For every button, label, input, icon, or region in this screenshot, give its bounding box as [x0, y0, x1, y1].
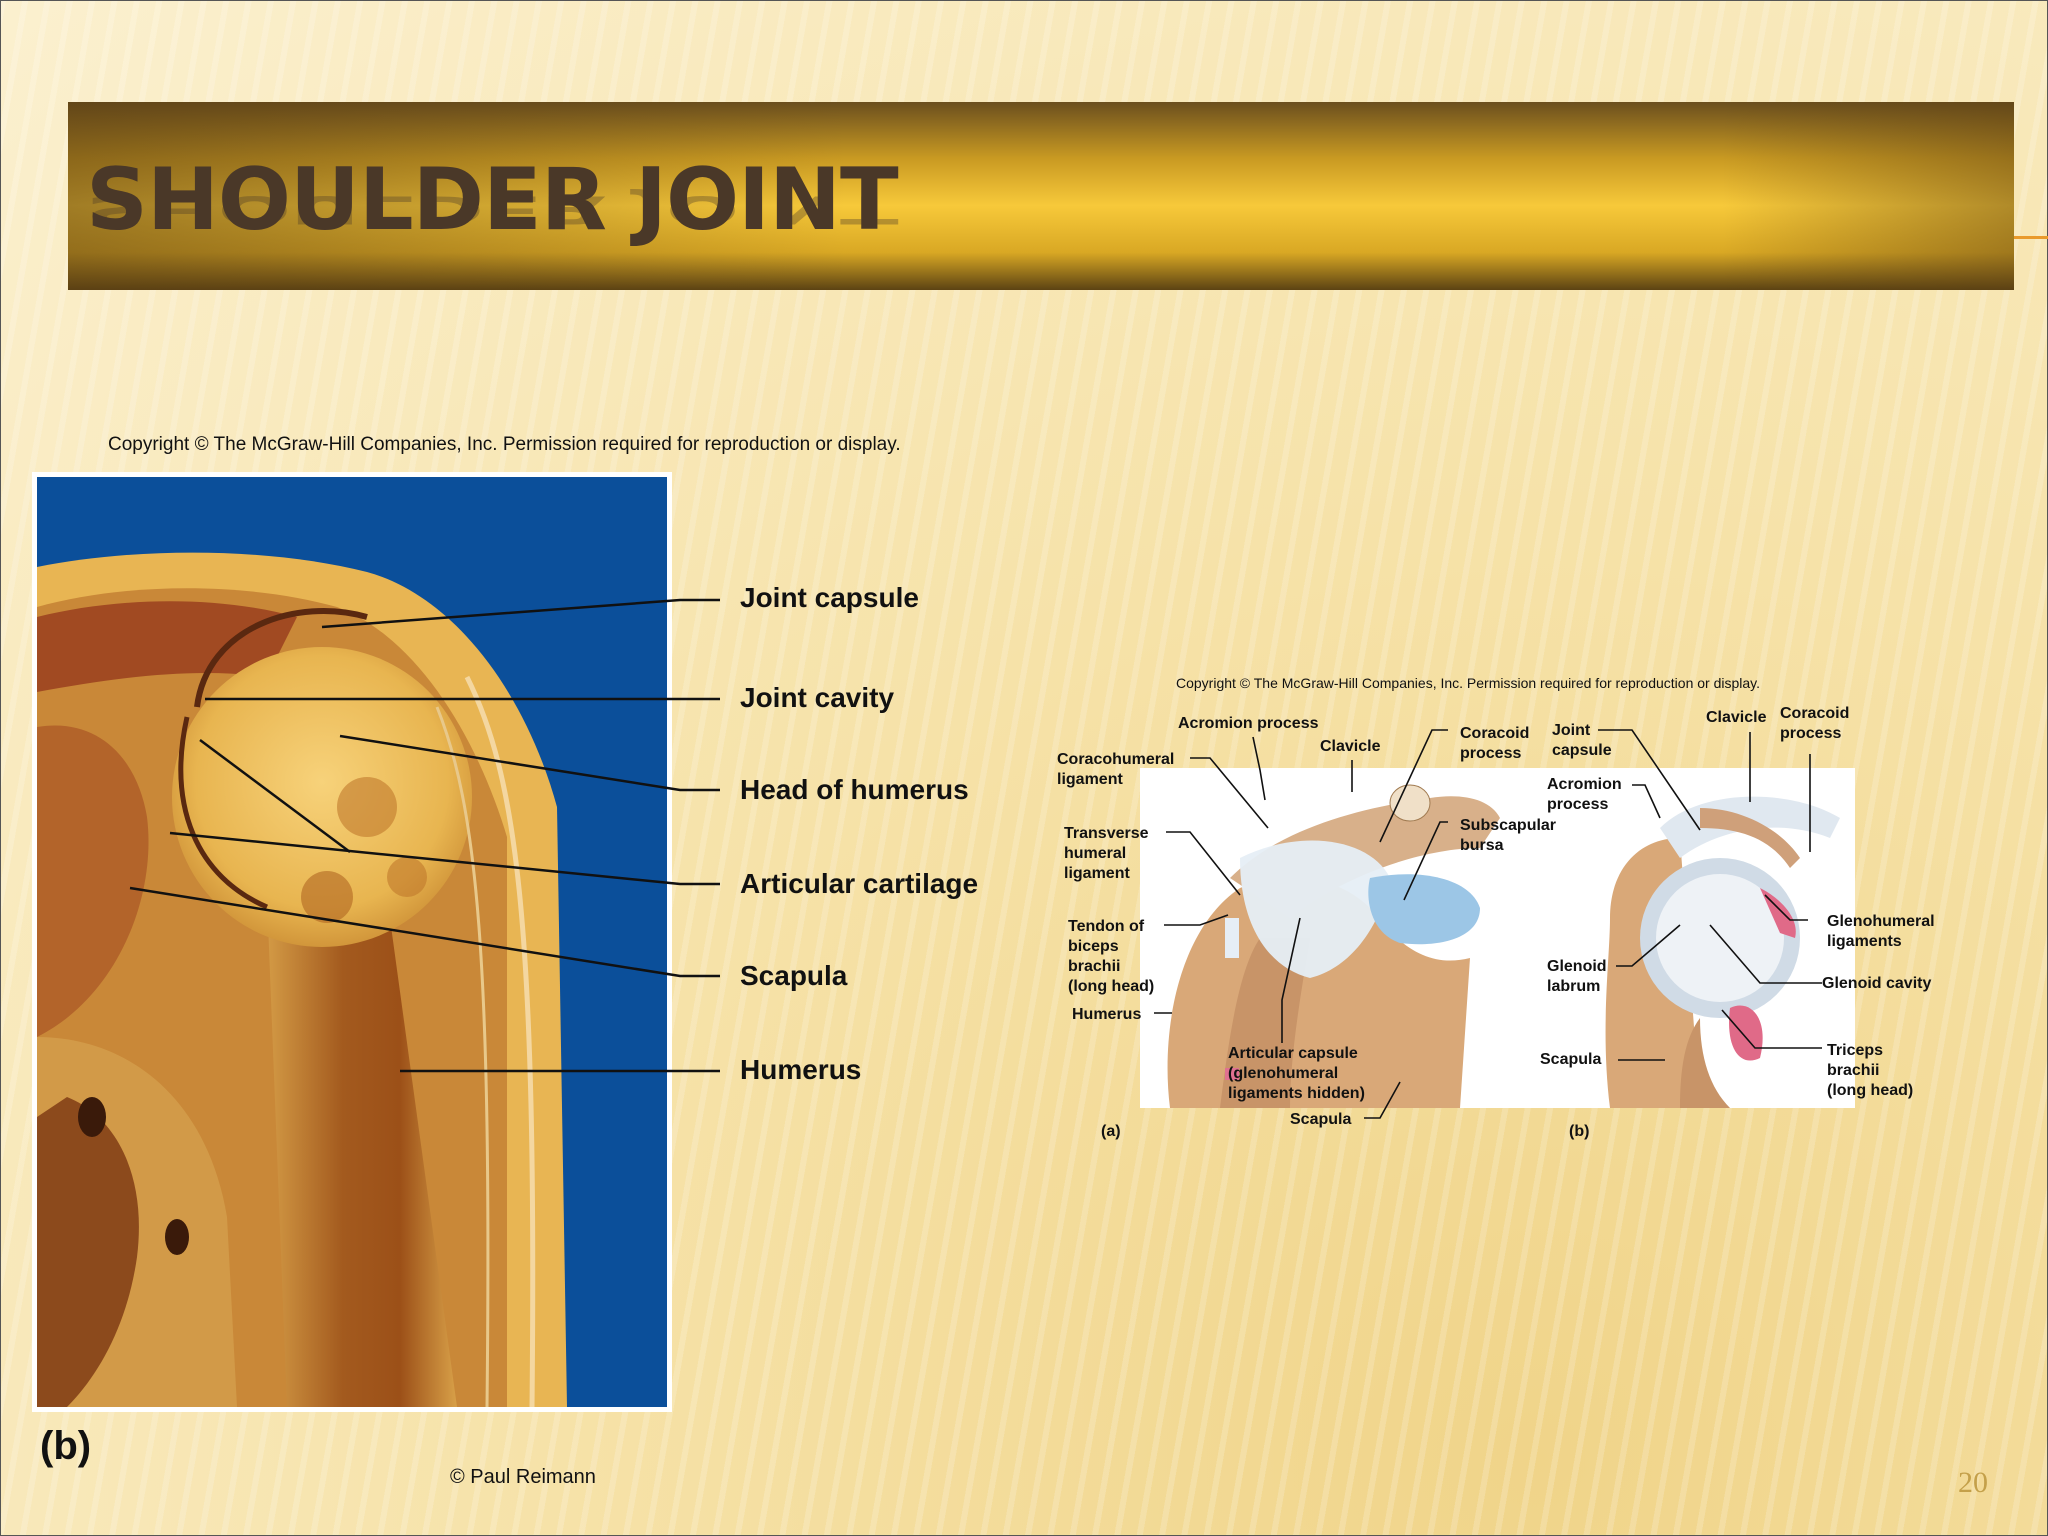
label-a-clavicle: Clavicle [1320, 738, 1381, 755]
page-number: 20 [1958, 1466, 1988, 1499]
label-b-glenoid-cavity: Glenoid cavity [1822, 975, 1932, 992]
copyright-right: Copyright © The McGraw-Hill Companies, I… [1176, 675, 1761, 691]
label-joint-capsule: Joint capsule [740, 582, 919, 613]
label-head-of-humerus: Head of humerus [740, 774, 969, 805]
slide-title: SHOULDER JOINT [86, 150, 899, 250]
label-scapula: Scapula [740, 960, 848, 991]
label-a-scapula: Scapula [1290, 1111, 1352, 1128]
panel-label-b-right: (b) [1569, 1123, 1590, 1140]
title-bar [68, 102, 2014, 290]
title-accent-line [2014, 236, 2048, 239]
label-b-clavicle: Clavicle [1706, 709, 1767, 726]
shoulder-section-illustration [37, 477, 667, 1407]
label-humerus: Humerus [740, 1054, 862, 1085]
label-articular-cartilage: Articular cartilage [740, 868, 979, 899]
cadaver-section-photo [32, 472, 672, 1412]
footer-credit: © Paul Reimann [450, 1466, 596, 1488]
label-joint-cavity: Joint cavity [740, 682, 895, 713]
label-a-humerus: Humerus [1072, 1006, 1142, 1023]
panel-label-b-left: (b) [40, 1424, 92, 1468]
copyright-left: Copyright © The McGraw-Hill Companies, I… [108, 434, 901, 455]
label-b-scapula: Scapula [1540, 1051, 1602, 1068]
label-a-acromion: Acromion process [1178, 715, 1319, 732]
panel-label-a: (a) [1101, 1123, 1121, 1140]
